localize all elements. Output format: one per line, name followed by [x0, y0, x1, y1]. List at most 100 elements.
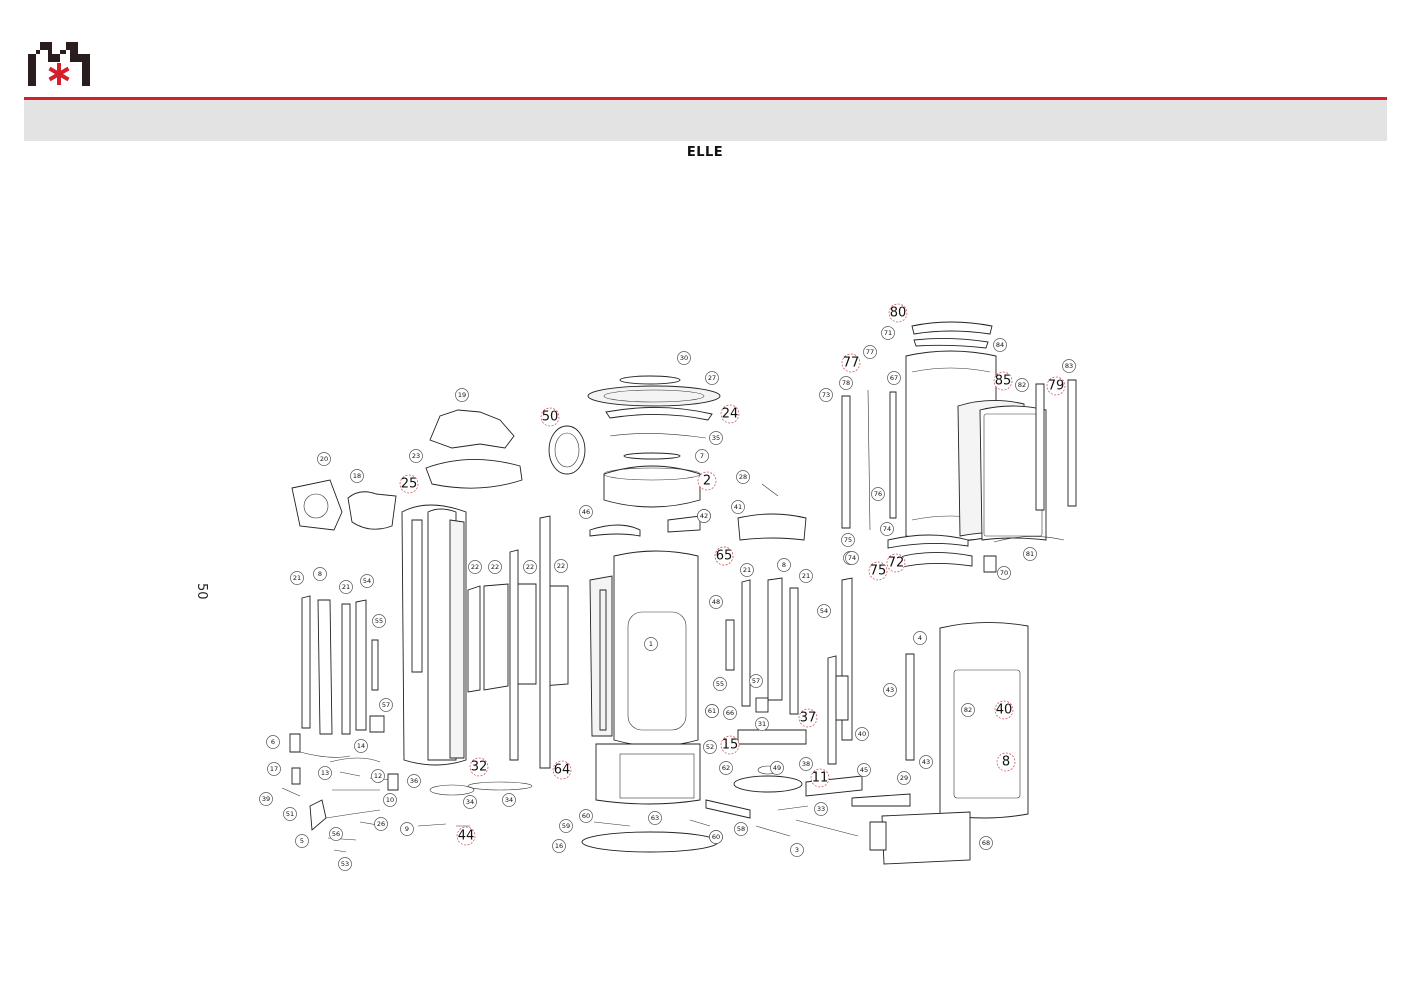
svg-text:81: 81 — [1026, 550, 1034, 558]
svg-text:52: 52 — [706, 743, 714, 751]
callout-57: 57 — [379, 698, 393, 712]
svg-text:48: 48 — [712, 598, 720, 606]
svg-text:45: 45 — [860, 766, 868, 774]
svg-text:77: 77 — [843, 356, 860, 371]
callout-42: 42 — [697, 509, 711, 523]
callout-52: 52 — [703, 740, 717, 754]
callout-59: 59 — [559, 819, 573, 833]
callout-22: 22 — [488, 560, 502, 574]
callout-34: 34 — [463, 795, 477, 809]
page-title: ELLE — [686, 145, 724, 160]
svg-text:53: 53 — [341, 860, 349, 868]
callout-84: 84 — [993, 338, 1007, 352]
callout-40: 40 — [994, 700, 1014, 720]
svg-text:56: 56 — [332, 830, 340, 838]
callout-43: 43 — [919, 755, 933, 769]
svg-text:72: 72 — [888, 556, 905, 571]
svg-text:27: 27 — [708, 374, 716, 382]
svg-text:51: 51 — [286, 810, 294, 818]
callout-15: 15 — [720, 735, 740, 755]
callout-53: 53 — [338, 857, 352, 871]
callout-34: 34 — [502, 793, 516, 807]
callout-79: 79 — [1046, 376, 1066, 396]
callout-82: 82 — [961, 703, 975, 717]
callout-48: 48 — [709, 595, 723, 609]
callout-54: 54 — [360, 574, 374, 588]
callout-77: 77 — [841, 353, 861, 373]
svg-text:61: 61 — [708, 707, 716, 715]
callout-51: 51 — [283, 807, 297, 821]
svg-text:21: 21 — [293, 574, 301, 582]
svg-text:26: 26 — [377, 820, 385, 828]
svg-text:30: 30 — [680, 354, 688, 362]
callout-75: 75 — [841, 533, 855, 547]
callout-56: 56 — [329, 827, 343, 841]
svg-text:13: 13 — [321, 769, 329, 777]
callout-30: 30 — [677, 351, 691, 365]
svg-text:20: 20 — [320, 455, 328, 463]
svg-text:8: 8 — [318, 570, 322, 578]
callout-21: 21 — [740, 563, 754, 577]
callout-40: 40 — [855, 727, 869, 741]
callout-12: 12 — [371, 769, 385, 783]
callout-55: 55 — [713, 677, 727, 691]
callout-37: 37 — [798, 708, 818, 728]
svg-text:8: 8 — [1002, 755, 1010, 770]
callout-36: 36 — [407, 774, 421, 788]
svg-text:84: 84 — [996, 341, 1004, 349]
svg-text:11: 11 — [812, 771, 829, 786]
svg-text:60: 60 — [712, 833, 720, 841]
svg-text:37: 37 — [800, 711, 817, 726]
svg-text:68: 68 — [982, 839, 990, 847]
callout-13: 13 — [318, 766, 332, 780]
callout-39: 39 — [259, 792, 273, 806]
callout-25: 25 — [399, 474, 419, 494]
left-panels-drawing — [281, 409, 569, 853]
svg-text:66: 66 — [726, 709, 734, 717]
svg-text:22: 22 — [491, 563, 499, 571]
callout-8: 8 — [996, 752, 1016, 772]
callout-60: 60 — [709, 830, 723, 844]
callout-20: 20 — [317, 452, 331, 466]
callout-60: 60 — [579, 809, 593, 823]
callout-58: 58 — [734, 822, 748, 836]
svg-text:80: 80 — [890, 306, 907, 321]
svg-text:75: 75 — [870, 564, 887, 579]
callout-44: 44 — [456, 826, 476, 846]
svg-text:40: 40 — [996, 703, 1013, 718]
right-door-drawing — [841, 321, 1077, 865]
callout-80: 80 — [888, 303, 908, 323]
callout-81: 81 — [1023, 547, 1037, 561]
callout-54: 54 — [817, 604, 831, 618]
callout-21: 21 — [799, 569, 813, 583]
svg-text:82: 82 — [1018, 381, 1026, 389]
svg-text:36: 36 — [410, 777, 418, 785]
callout-83: 83 — [1062, 359, 1076, 373]
callout-82: 82 — [1015, 378, 1029, 392]
callout-21: 21 — [290, 571, 304, 585]
svg-text:38: 38 — [802, 760, 810, 768]
callout-22: 22 — [468, 560, 482, 574]
svg-text:74: 74 — [883, 525, 891, 533]
header-rule — [24, 97, 1387, 100]
callout-31: 31 — [755, 717, 769, 731]
svg-text:63: 63 — [651, 814, 659, 822]
svg-text:54: 54 — [820, 607, 828, 615]
svg-text:3: 3 — [795, 846, 799, 854]
svg-text:18: 18 — [353, 472, 361, 480]
svg-text:34: 34 — [505, 796, 513, 804]
svg-text:54: 54 — [363, 577, 371, 585]
svg-text:79: 79 — [1048, 379, 1065, 394]
svg-text:71: 71 — [884, 329, 892, 337]
callout-55: 55 — [372, 614, 386, 628]
callout-layer: 3027243572501923201825284642416548218545… — [259, 303, 1076, 871]
svg-text:43: 43 — [922, 758, 930, 766]
svg-text:34: 34 — [466, 798, 474, 806]
svg-text:85: 85 — [995, 374, 1012, 389]
callout-49: 49 — [770, 761, 784, 775]
callout-29: 29 — [897, 771, 911, 785]
callout-67: 67 — [887, 371, 901, 385]
callout-2: 2 — [697, 471, 717, 491]
callout-71: 71 — [881, 326, 895, 340]
svg-text:12: 12 — [374, 772, 382, 780]
